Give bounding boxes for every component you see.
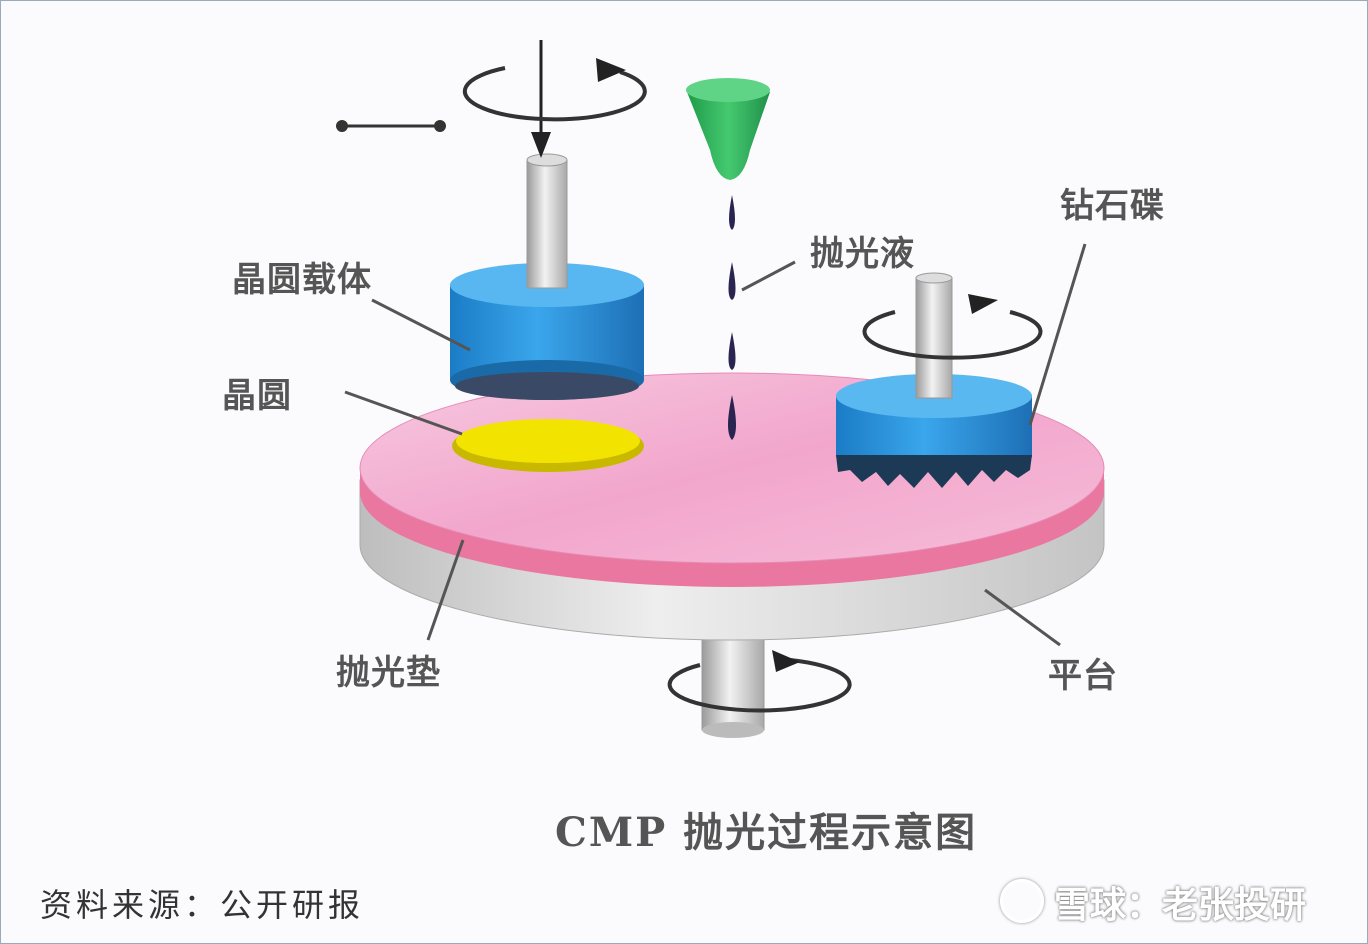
carrier-shaft xyxy=(526,153,568,289)
source-note: 资料来源：公开研报 xyxy=(40,886,365,924)
carrier-sweep-arrow-icon xyxy=(336,120,446,132)
label-wafer: 晶圆 xyxy=(222,376,292,416)
watermark-text: 雪球：老张投研 xyxy=(1054,885,1307,926)
disc-shaft xyxy=(915,272,953,399)
snowball-logo-icon xyxy=(1000,879,1044,923)
label-wafer-carrier: 晶圆载体 xyxy=(232,260,372,300)
wafer xyxy=(452,419,644,472)
diagram-caption: CMP 抛光过程示意图 xyxy=(555,809,978,856)
label-diamond-disc: 钻石碟 xyxy=(1060,186,1165,226)
watermark: 雪球：老张投研 xyxy=(1000,876,1306,928)
slurry-nozzle xyxy=(686,78,770,180)
carrier-down-force-arrow-icon xyxy=(531,40,551,158)
slurry-drops xyxy=(728,195,736,440)
disc-rotation-arrow-icon xyxy=(862,294,1043,360)
label-slurry: 抛光液 xyxy=(810,234,915,274)
platen-rotation-arrow-icon xyxy=(667,650,852,713)
label-polishing-pad: 抛光垫 xyxy=(336,653,441,693)
label-platen: 平台 xyxy=(1048,656,1118,696)
carrier-rotation-arrow-icon xyxy=(462,58,647,122)
leader-lines xyxy=(344,243,1087,647)
wafer-carrier xyxy=(450,263,644,400)
